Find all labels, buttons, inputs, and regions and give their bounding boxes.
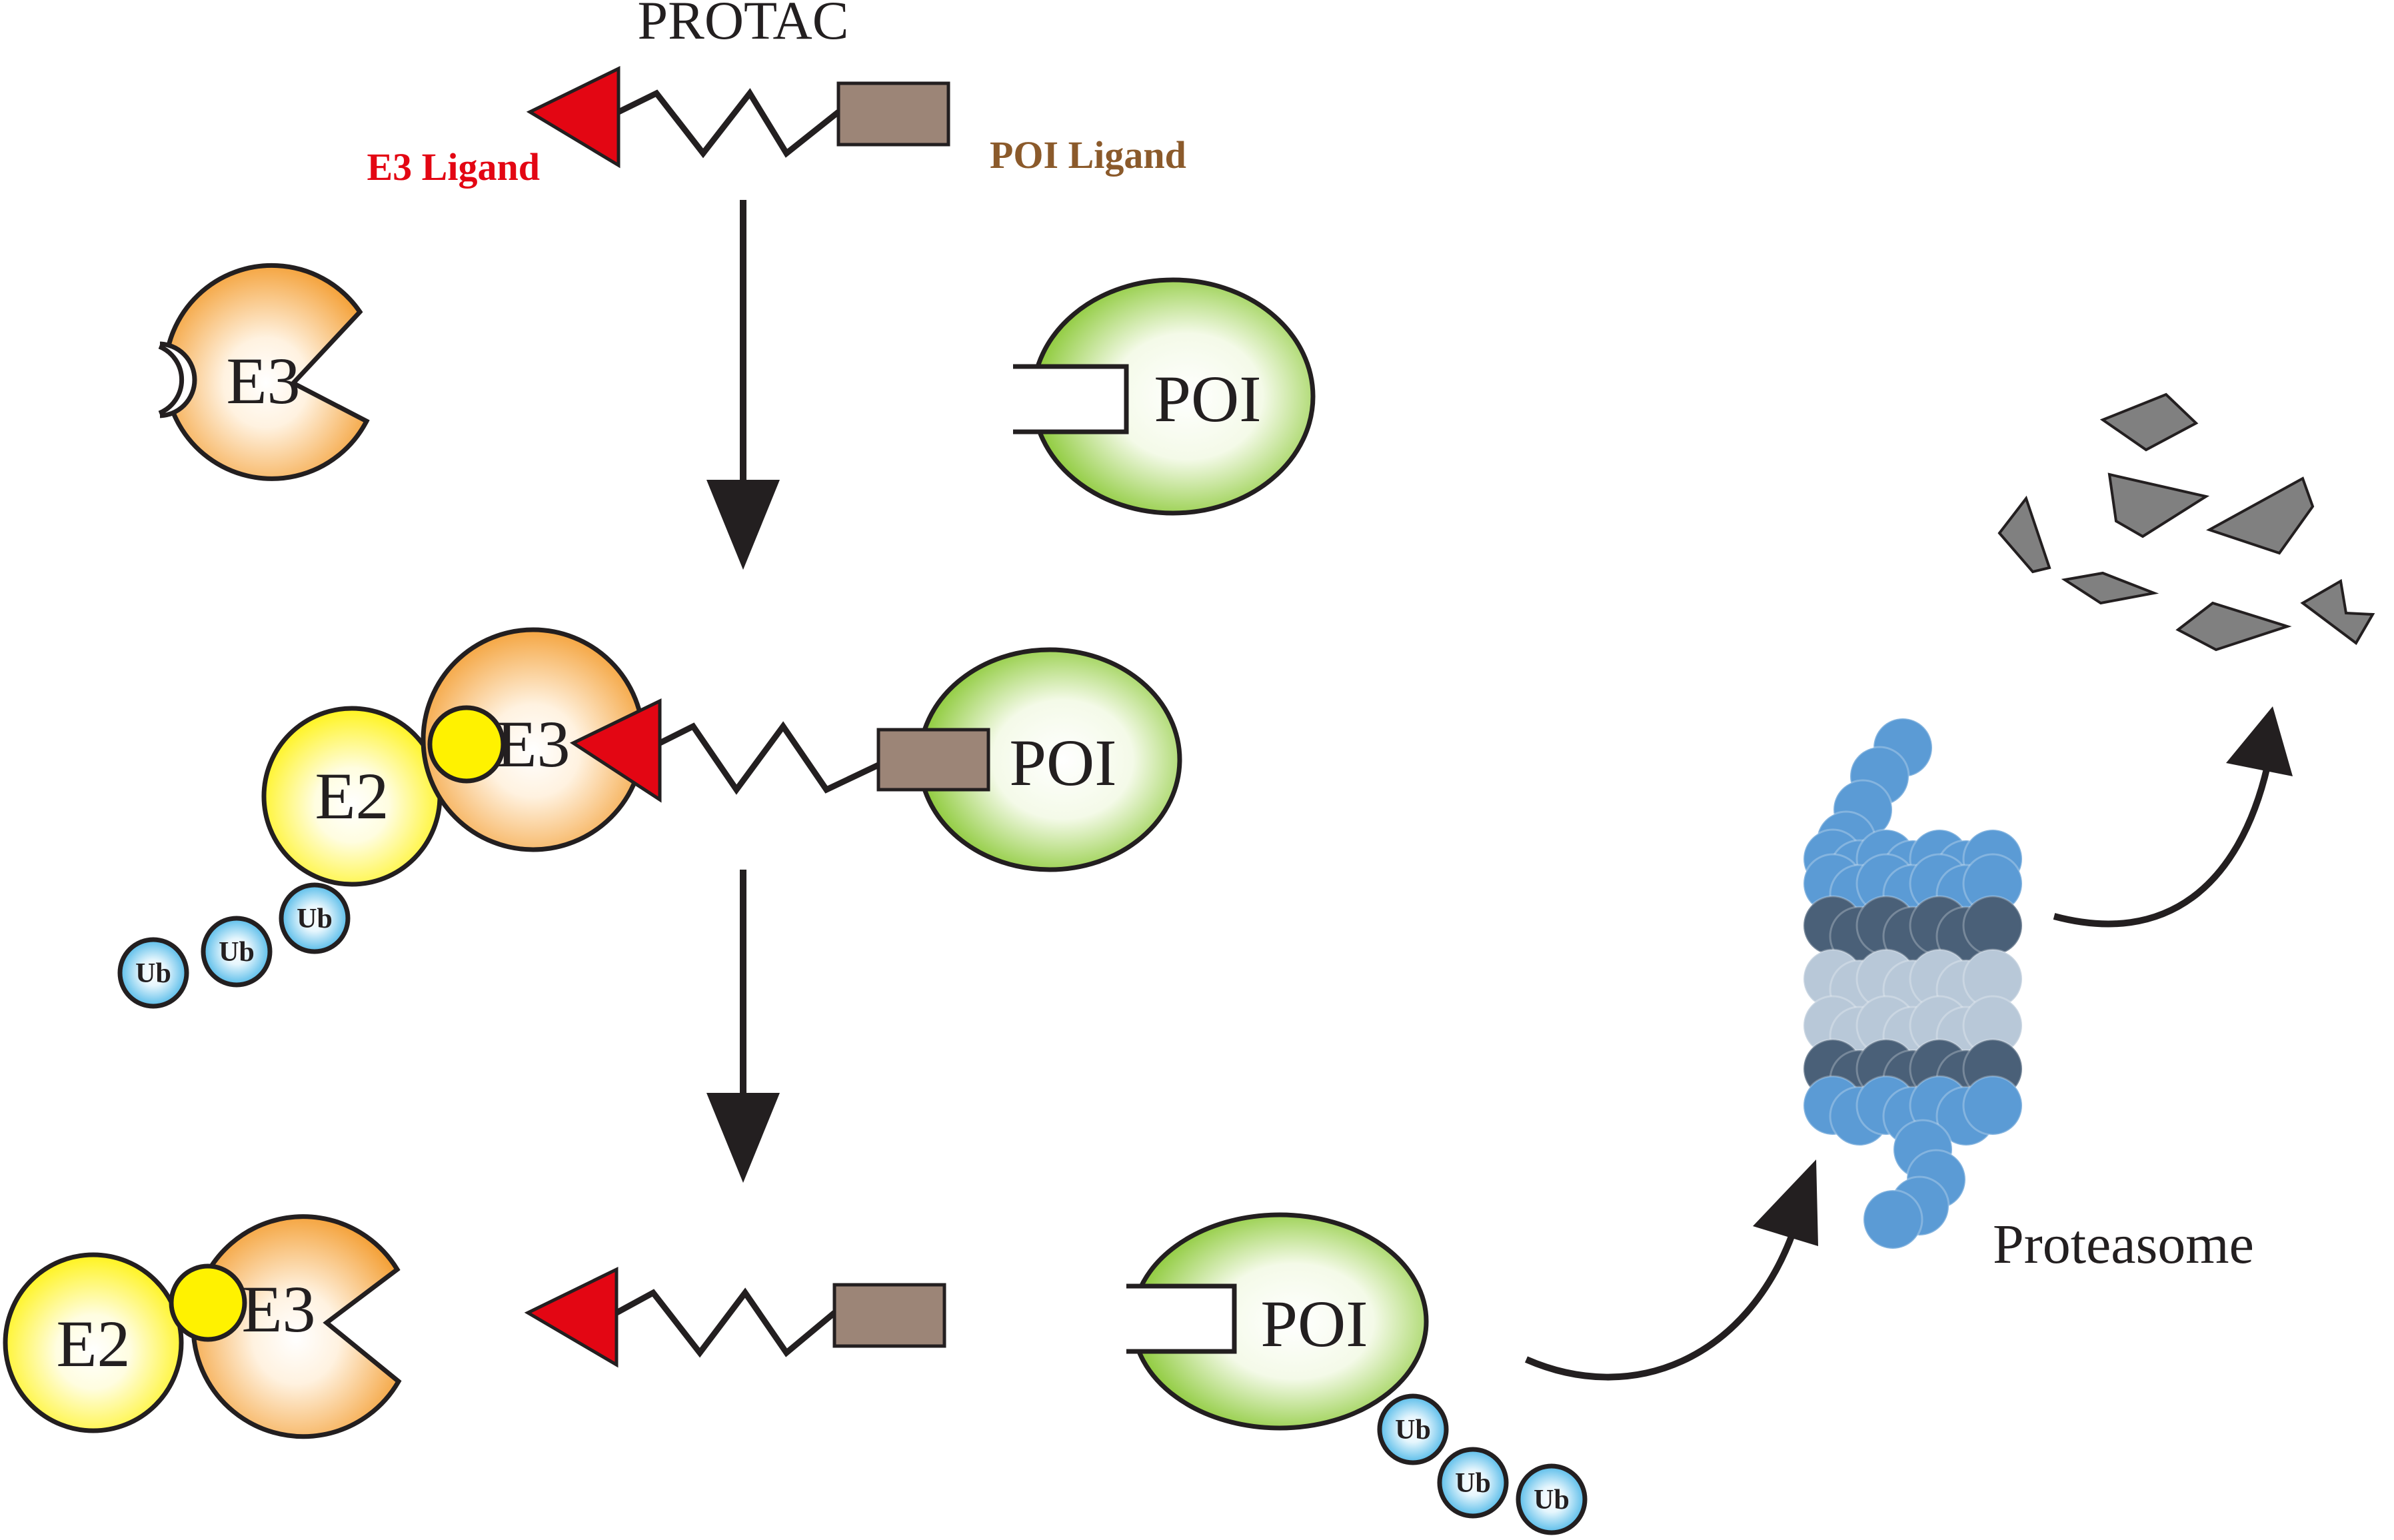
ubiquitin-poi-2: [1437, 1447, 1509, 1519]
protac-molecule-top: PROTAC E3 Ligand POI Ligand: [367, 0, 1186, 189]
fragment-2: [1997, 495, 2051, 574]
e2-label-released: E2: [56, 1307, 130, 1381]
linker-zigzag-released: [614, 1287, 836, 1358]
peptide-fragments: [1997, 392, 2375, 652]
fragment-7: [2300, 578, 2375, 645]
arrow-to-fragments: [2053, 706, 2293, 928]
e3-ligand-triangle-bound: [569, 698, 662, 803]
ub-label-3: Ub: [297, 904, 333, 934]
e2-label-complex: E2: [315, 759, 389, 833]
linker-zigzag-bound: [658, 721, 880, 795]
ubiquitin-poi-3: [1516, 1463, 1588, 1535]
proteasome: [1802, 717, 2023, 1250]
e3-ligand-triangle-released: [524, 1266, 618, 1368]
e3-label-complex: E3: [496, 707, 570, 781]
ub-label-poi-3: Ub: [1534, 1485, 1570, 1515]
protac-title: PROTAC: [638, 0, 849, 51]
e2-e3-released: E2 E3: [3, 1214, 402, 1439]
e3-ligand-triangle: [526, 65, 620, 169]
ubiquitin-chain-poi: Ub Ub Ub: [1377, 1393, 1588, 1535]
e2-e3-interface-released: [169, 1263, 247, 1342]
ternary-complex: E2 E3 POI Ub Ub Ub: [117, 627, 1182, 1009]
e2-released: [3, 1252, 184, 1433]
proteasome-cap-subunit: [1862, 1189, 1923, 1250]
fragment-5: [2061, 571, 2159, 605]
poi-ligand-rect-bound: [876, 728, 990, 792]
fragment-4: [2206, 476, 2315, 555]
ubiquitin-poi-1: [1377, 1393, 1449, 1465]
fragment-6: [2175, 601, 2292, 652]
poi-ligand-label: POI Ligand: [990, 133, 1186, 177]
poi-free: POI: [1000, 277, 1316, 516]
ub-label-2: Ub: [219, 937, 255, 968]
proteasome-beta-ring-top-subunit: [1962, 895, 2023, 956]
poi-label-free: POI: [1154, 362, 1261, 436]
poi-ubiquitinated: POI Ub Ub Ub: [1114, 1212, 1588, 1535]
proteasome-alpha-ring-bottom-subunit: [1962, 1075, 2023, 1136]
poi-ligand-rect: [836, 81, 950, 147]
fragment-3: [2107, 472, 2210, 538]
e2-e3-interface: [427, 705, 506, 784]
linker-zigzag: [617, 88, 840, 159]
ubiquitin-3: [279, 882, 351, 954]
ubiquitin-2: [201, 916, 273, 988]
fragment-1: [2099, 392, 2199, 452]
arrow-down-2: [706, 870, 780, 1183]
ubiquitin-chain-e2: Ub Ub Ub: [117, 882, 351, 1009]
poi-label-ubiquitinated: POI: [1260, 1287, 1368, 1361]
e3-label-released: E3: [241, 1272, 315, 1346]
proteasome-label: Proteasome: [1993, 1213, 2254, 1275]
arrow-to-proteasome: [1524, 1159, 1818, 1381]
ub-label-poi-2: Ub: [1455, 1468, 1491, 1499]
ub-label-poi-1: Ub: [1395, 1415, 1431, 1445]
poi-ligand-rect-released: [832, 1283, 946, 1348]
ubiquitin-1: [117, 937, 189, 1009]
poi-binding-pocket: [1013, 364, 1129, 434]
ub-label-1: Ub: [135, 958, 171, 989]
e3-ligand-label: E3 Ligand: [367, 145, 541, 189]
e3-ligase-free: E3: [113, 263, 370, 481]
protac-released: [524, 1266, 946, 1368]
poi-label-complex: POI: [1009, 726, 1116, 800]
e3-label-free: E3: [226, 344, 300, 418]
arrow-down-1: [706, 200, 780, 570]
